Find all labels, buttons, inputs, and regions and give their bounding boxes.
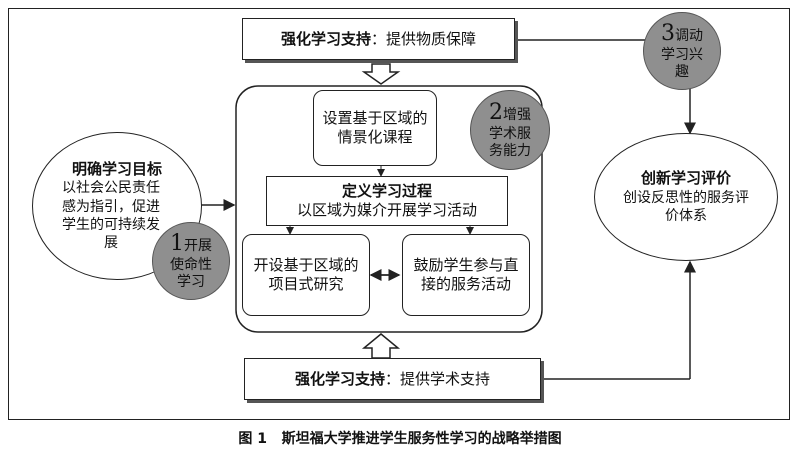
badge-2-num: 2 (489, 100, 503, 125)
bottom-support-box: 强化学习支持：提供学术支持 (244, 358, 541, 400)
badge-3-line3: 趣 (675, 64, 689, 81)
bottom-support-bold: 强化学习支持 (294, 369, 385, 388)
project-text: 开设基于区域的项目式研究 (253, 256, 359, 293)
badge-3-line1: 调动 (675, 28, 703, 44)
badge-1-line3: 学习 (177, 274, 205, 291)
badge-1-num: 1 (170, 231, 184, 256)
evaluation-ellipse: 创新学习评价 创设反思性的服务评价体系 (594, 133, 778, 261)
top-support-box: 强化学习支持：提供物质保障 (242, 18, 515, 60)
service-box: 鼓励学生参与直接的服务活动 (402, 234, 530, 316)
process-box: 定义学习过程 以区域为媒介开展学习活动 (266, 176, 508, 226)
figure-caption: 图 1 斯坦福大学推进学生服务性学习的战略举措图 (0, 428, 800, 448)
hollow-arrow-down (361, 63, 401, 85)
caption-label: 图 1 (238, 431, 267, 447)
hollow-arrow-up (361, 333, 401, 359)
caption-text: 斯坦福大学推进学生服务性学习的战略举措图 (281, 431, 562, 447)
evaluation-text: 创设反思性的服务评价体系 (623, 189, 749, 224)
badge-2-line2: 学术服 (489, 126, 531, 143)
diagram-frame (8, 8, 790, 420)
process-title: 定义学习过程 (341, 182, 432, 201)
top-support-sep: ： (370, 29, 386, 48)
badge-1-line2: 使命性 (170, 257, 212, 274)
process-text: 以区域为媒介开展学习活动 (296, 201, 477, 219)
top-support-bold: 强化学习支持 (280, 29, 371, 48)
project-box: 开设基于区域的项目式研究 (242, 234, 370, 316)
badge-1-line1: 开展 (184, 238, 212, 254)
goal-text: 以社会公民责任感为指引，促进学生的可持续发展 (62, 180, 160, 251)
bottom-support-text: 提供学术支持 (400, 369, 491, 388)
badge-2-line3: 务能力 (489, 143, 531, 160)
top-support-text: 提供物质保障 (386, 29, 477, 48)
badge-3-num: 3 (661, 21, 675, 46)
center-container (235, 85, 543, 333)
service-text: 鼓励学生参与直接的服务活动 (413, 256, 519, 293)
evaluation-title: 创新学习评价 (640, 169, 731, 188)
badge-2-line1: 增强 (503, 107, 531, 123)
badge-3-line2: 学习兴 (661, 47, 703, 64)
course-text: 设置基于区域的情景化课程 (322, 109, 428, 146)
goal-title: 明确学习目标 (71, 159, 162, 178)
bottom-support-sep: ： (384, 369, 400, 388)
course-box: 设置基于区域的情景化课程 (313, 90, 437, 166)
